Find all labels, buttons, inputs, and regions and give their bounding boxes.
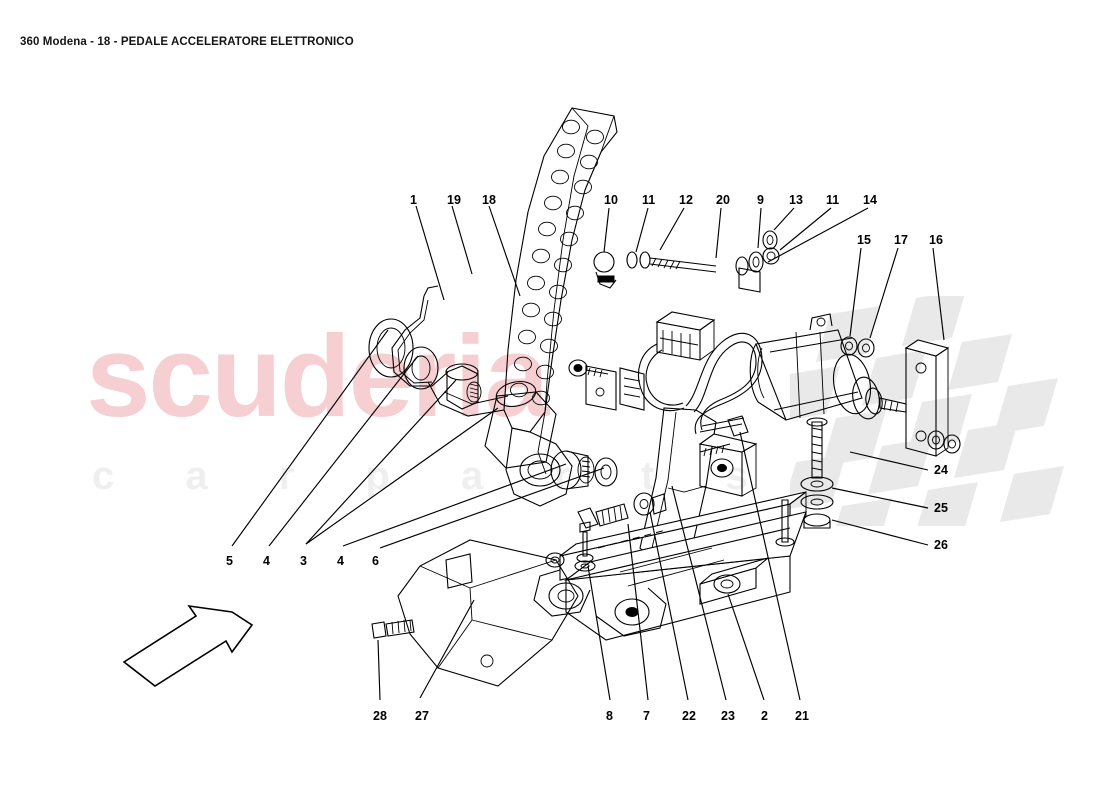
callout-26[interactable]: 26 [934,538,948,552]
callout-5[interactable]: 5 [226,554,233,568]
callout-1[interactable]: 1 [410,193,417,207]
callout-20[interactable]: 20 [716,193,730,207]
callout-18[interactable]: 18 [482,193,496,207]
accelerator-pedal-pad [503,107,618,433]
callout-2[interactable]: 2 [761,709,768,723]
callout-13[interactable]: 13 [789,193,803,207]
callout-17[interactable]: 17 [894,233,908,247]
callout-6[interactable]: 6 [372,554,379,568]
callout-22[interactable]: 22 [682,709,696,723]
callout-4-right[interactable]: 4 [337,554,344,568]
pedal-arm [391,285,573,507]
pedal-position-sensor [568,359,645,411]
callout-25[interactable]: 25 [934,501,948,515]
page-title: 360 Modena - 18 - PEDALE ACCELERATORE EL… [20,36,354,48]
callout-23[interactable]: 23 [721,709,735,723]
bolt-washer-stack [800,417,834,529]
watermark-scuderia: scuderia [86,311,549,441]
fastener-set [371,492,667,639]
callout-10[interactable]: 10 [604,193,618,207]
linkage-rod [593,230,780,293]
callout-21[interactable]: 21 [795,709,809,723]
callout-11-upper[interactable]: 11 [642,193,656,207]
callout-9[interactable]: 9 [757,193,764,207]
pivot-bushing-set [368,318,618,490]
electronic-actuator-motor [749,313,907,421]
callout-14[interactable]: 14 [863,193,877,207]
base-plate [533,491,807,641]
callout-24[interactable]: 24 [934,463,948,477]
callout-4-left[interactable]: 4 [263,554,270,568]
callout-12[interactable]: 12 [679,193,693,207]
callout-3[interactable]: 3 [300,554,307,568]
callout-27[interactable]: 27 [415,709,429,723]
callout-7[interactable]: 7 [643,709,650,723]
callout-16[interactable]: 16 [929,233,943,247]
callout-8[interactable]: 8 [606,709,613,723]
callout-11-right[interactable]: 11 [826,193,840,207]
callout-28[interactable]: 28 [373,709,387,723]
cover-panel [397,539,579,687]
motor-harness-cable [685,332,763,435]
motor-mount-plate [840,336,961,457]
electrical-connector [638,311,716,412]
callout-leaders [231,205,945,701]
direction-arrow-icon [122,604,254,687]
callout-15[interactable]: 15 [857,233,871,247]
callout-19[interactable]: 19 [447,193,461,207]
